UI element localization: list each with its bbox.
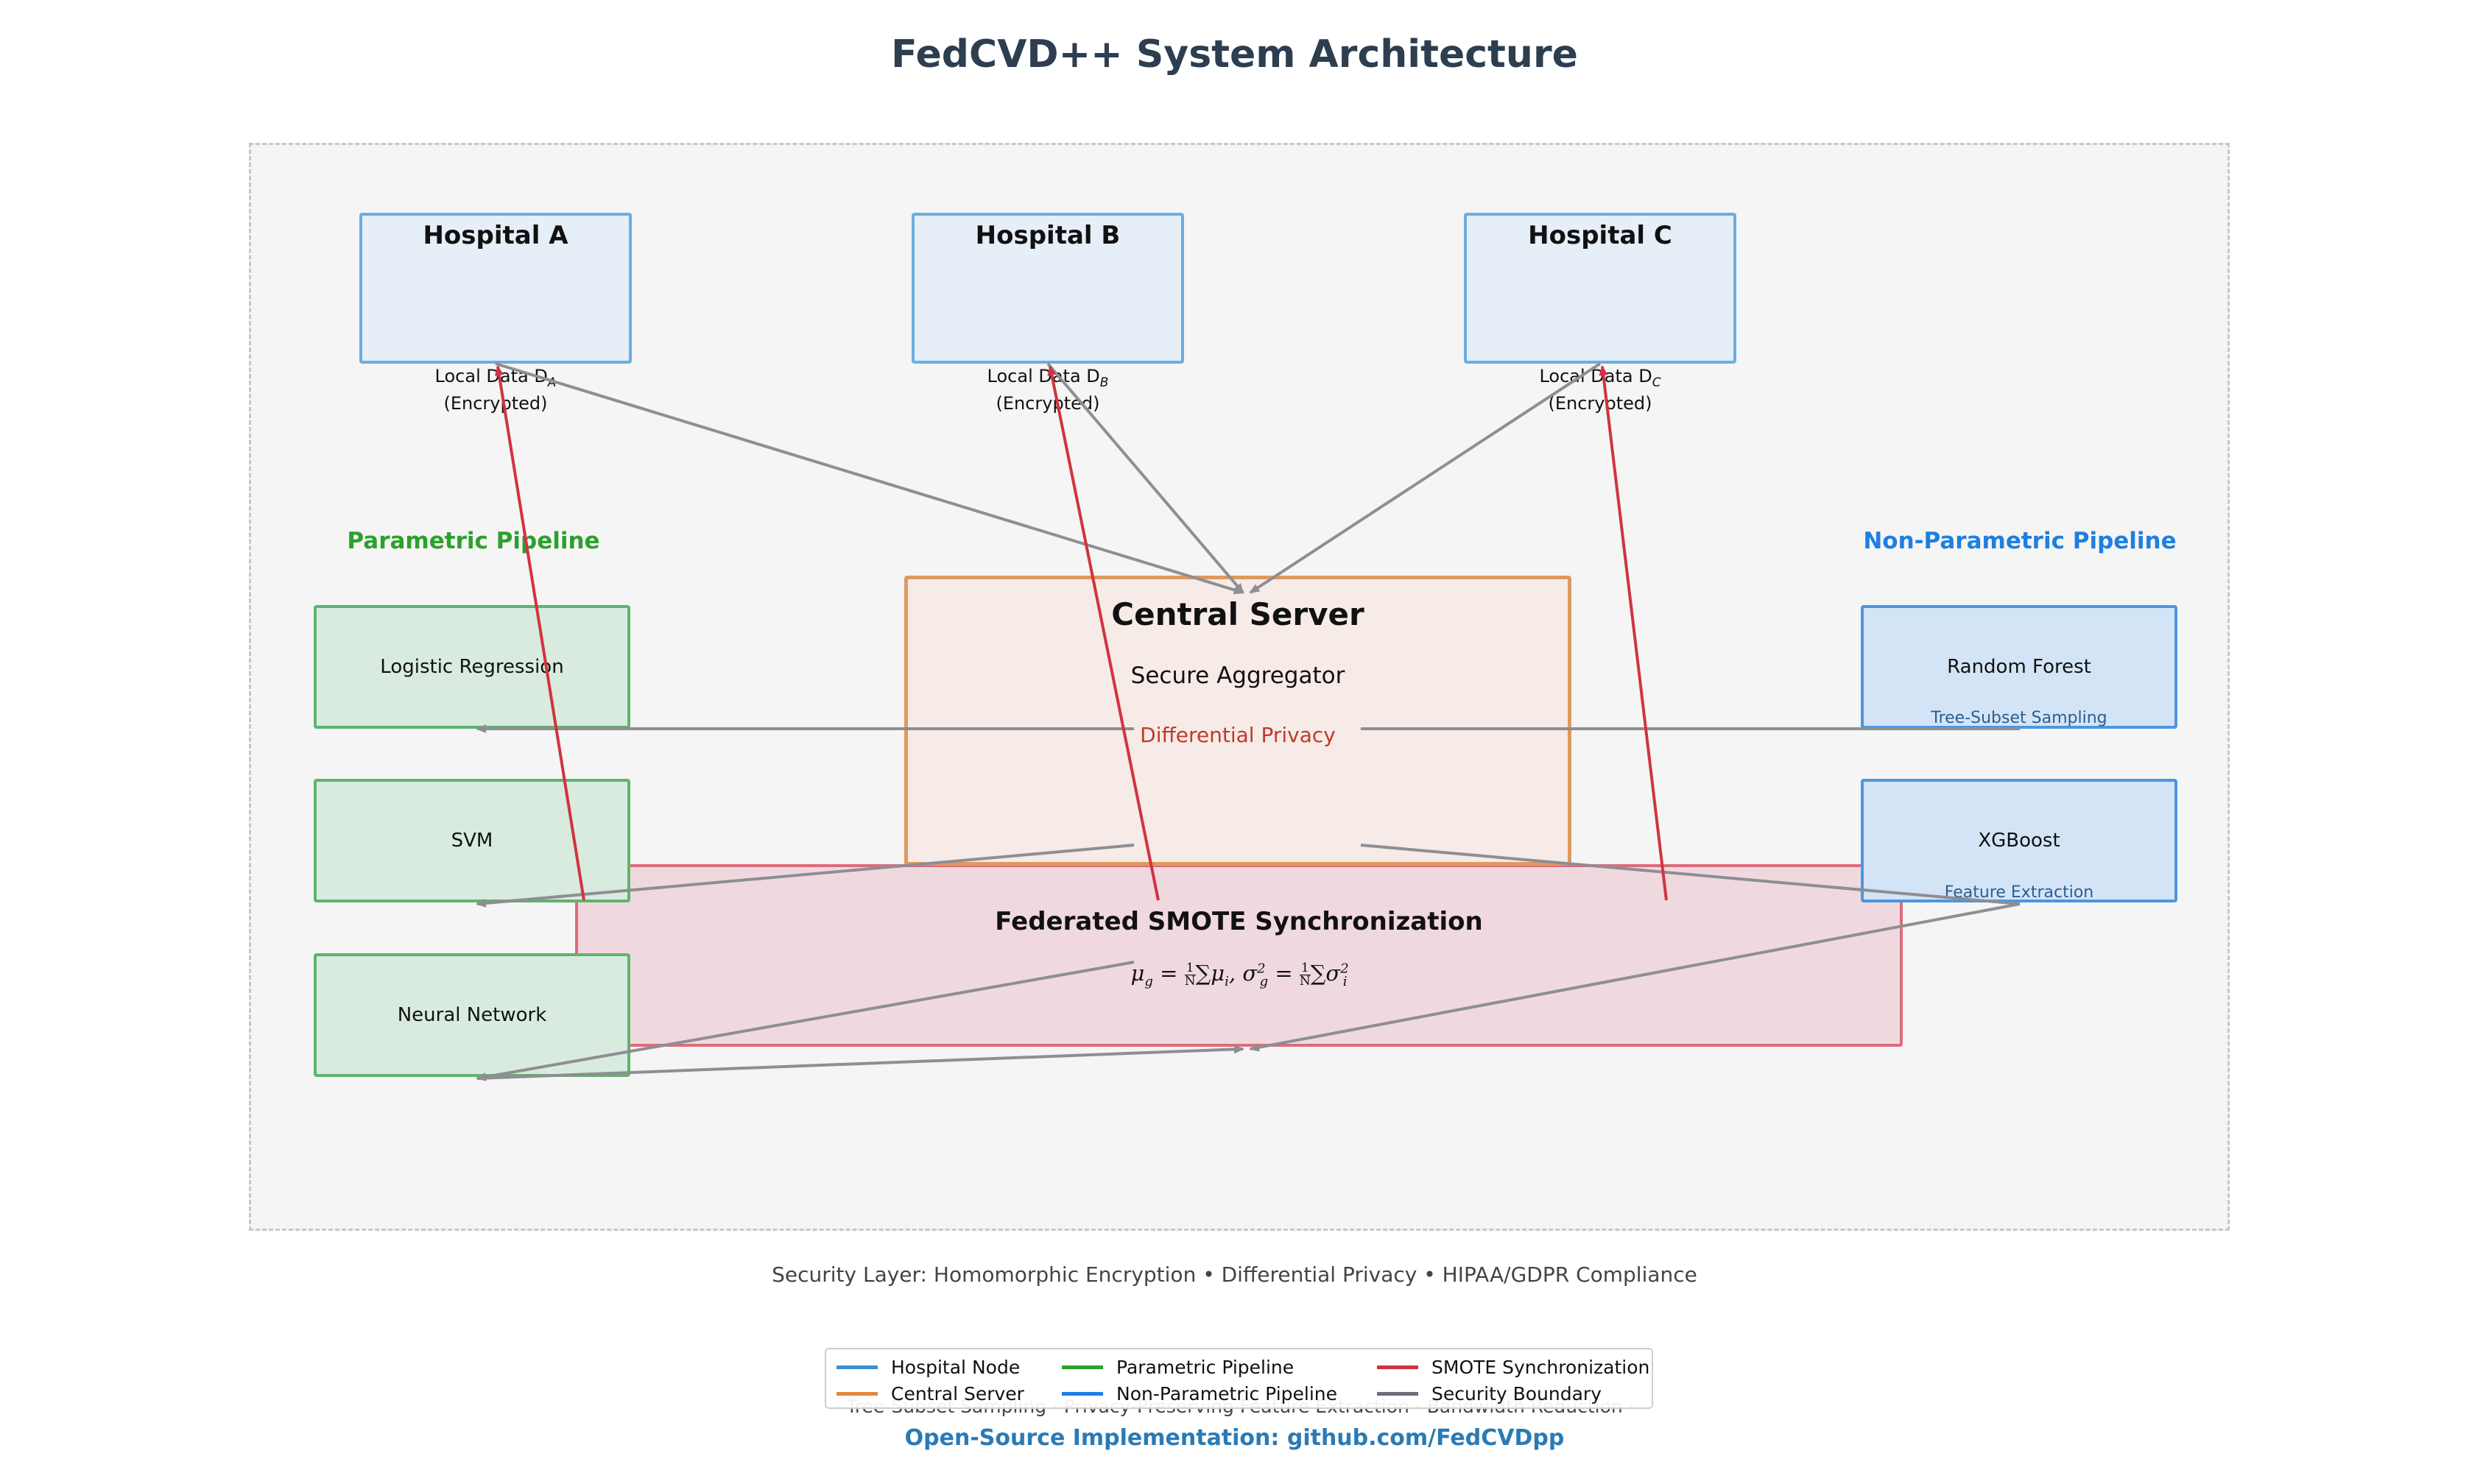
- hospital-b-local-data: Local Data DB (Encrypted): [912, 366, 1184, 414]
- model-logistic-regression[interactable]: Logistic Regression: [314, 605, 630, 729]
- hospital-c-node[interactable]: [1464, 213, 1736, 364]
- legend-label: Security Boundary: [1431, 1383, 1602, 1404]
- smote-sync-to-hospital-a: [494, 365, 585, 901]
- legend-item-parametric: Parametric Pipeline: [1062, 1357, 1294, 1378]
- hospital-c-title: Hospital C: [1528, 221, 1672, 250]
- hospital-b-node[interactable]: [912, 213, 1184, 364]
- local-data-subscript: C: [1652, 375, 1661, 390]
- model-svm[interactable]: SVM: [314, 779, 630, 902]
- secure-aggregator-label: Secure Aggregator: [1130, 662, 1345, 689]
- legend-swatch: [836, 1392, 878, 1396]
- smote-sync-title: Federated SMOTE Synchronization: [995, 907, 1483, 936]
- legend-swatch: [1377, 1365, 1418, 1369]
- legend-swatch: [1377, 1392, 1418, 1396]
- flow-server-to-nn: [476, 961, 1135, 1081]
- encrypted-label: (Encrypted): [1548, 392, 1652, 414]
- legend-item-nonparametric: Non-Parametric Pipeline: [1062, 1383, 1337, 1404]
- smote-sync-to-hospital-b: [1047, 365, 1160, 901]
- legend-swatch: [1062, 1365, 1103, 1369]
- local-data-subscript: B: [1099, 375, 1109, 390]
- smote-sync-box[interactable]: [575, 864, 1903, 1047]
- hospital-c-local-data: Local Data DC (Encrypted): [1464, 366, 1736, 414]
- hospital-a-local-data: Local Data DA (Encrypted): [359, 366, 632, 414]
- hospital-b-title: Hospital B: [975, 221, 1121, 250]
- flow-server-to-xgb: [1360, 844, 2021, 905]
- parametric-pipeline-title: Parametric Pipeline: [347, 528, 600, 554]
- legend-swatch: [836, 1365, 878, 1369]
- legend-item-hospital-node: Hospital Node: [836, 1357, 1020, 1378]
- legend-label: Non-Parametric Pipeline: [1116, 1383, 1338, 1404]
- local-data-label: Local Data D: [1539, 366, 1652, 386]
- model-random-forest[interactable]: Random Forest: [1861, 605, 2177, 729]
- legend-label: SMOTE Synchronization: [1431, 1357, 1650, 1378]
- smote-sync-to-hospital-c: [1599, 365, 1668, 901]
- legend-item-security-boundary: Security Boundary: [1377, 1383, 1602, 1404]
- legend-label: Hospital Node: [891, 1357, 1021, 1378]
- legend: Hospital Node Central Server Parametric …: [825, 1348, 1653, 1409]
- flow-nn-to-smote: [476, 1045, 1244, 1080]
- legend-swatch: [1062, 1392, 1103, 1396]
- nonparametric-pipeline-title: Non-Parametric Pipeline: [1863, 528, 2177, 554]
- local-data-label: Local Data D: [987, 366, 1100, 386]
- flow-hospital-c-to-server: [1249, 362, 1602, 594]
- flow-server-to-svm: [476, 844, 1135, 908]
- flow-xgb-to-smote: [1249, 902, 2021, 1052]
- model-xgboost[interactable]: XGBoost: [1861, 779, 2177, 902]
- legend-label: Central Server: [891, 1383, 1024, 1404]
- local-data-label: Local Data D: [434, 366, 548, 386]
- flow-hospital-b-to-server: [1046, 362, 1244, 594]
- flow-hospital-a-to-server: [495, 362, 1244, 595]
- legend-item-smote: SMOTE Synchronization: [1377, 1357, 1649, 1378]
- legend-item-central-server: Central Server: [836, 1383, 1024, 1404]
- local-data-subscript: A: [547, 375, 557, 390]
- security-layer-note: Security Layer: Homomorphic Encryption •…: [772, 1262, 1697, 1287]
- page-title: FedCVD++ System Architecture: [891, 32, 1578, 77]
- encrypted-label: (Encrypted): [443, 392, 548, 414]
- differential-privacy-label: Differential Privacy: [1140, 723, 1336, 747]
- open-source-link[interactable]: Open-Source Implementation: github.com/F…: [904, 1425, 1565, 1451]
- legend-label: Parametric Pipeline: [1116, 1357, 1295, 1378]
- random-forest-sub: Tree-Subset Sampling: [1931, 709, 2107, 727]
- hospital-a-node[interactable]: [359, 213, 632, 364]
- central-server-box[interactable]: [904, 576, 1571, 866]
- central-server-title: Central Server: [1111, 596, 1364, 632]
- hospital-a-title: Hospital A: [423, 221, 568, 250]
- model-neural-network[interactable]: Neural Network: [314, 953, 630, 1077]
